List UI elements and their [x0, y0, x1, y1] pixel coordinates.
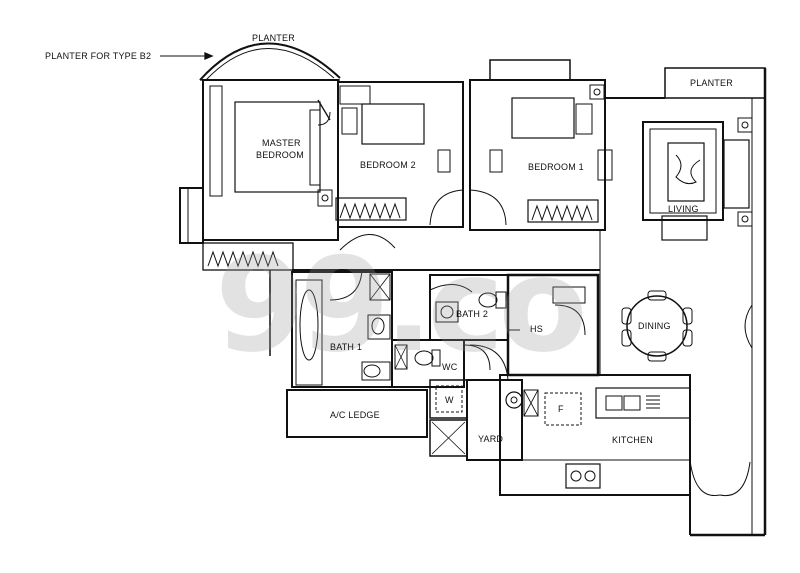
- label-planter-right: PLANTER: [690, 78, 733, 88]
- bedroom-1-door: [469, 189, 507, 226]
- label-ac-ledge: A/C LEDGE: [330, 410, 380, 420]
- bedroom-2-bed: [361, 103, 425, 145]
- label-bath-2: BATH 2: [456, 309, 489, 319]
- stove: [565, 463, 601, 489]
- wc-room: [391, 339, 465, 388]
- label-living: LIVING: [668, 204, 699, 214]
- bedroom-1-bed: [511, 97, 575, 139]
- leader-arrow: [204, 52, 214, 60]
- label-bedroom-2: BEDROOM 2: [360, 160, 416, 170]
- label-master-line1: MASTER: [262, 138, 301, 148]
- yard-area: [466, 379, 523, 461]
- label-w: W: [445, 395, 454, 405]
- ac-ledge: [286, 389, 428, 438]
- corridor-door: [339, 234, 396, 251]
- kitchen-area: [499, 374, 691, 496]
- label-yard: YARD: [478, 434, 504, 444]
- kitchen-service-door: [689, 459, 721, 497]
- living-area: [642, 121, 724, 221]
- bedroom-2-door: [429, 189, 464, 226]
- bath-1-wall: [291, 271, 393, 388]
- bedroom-2-wall: [337, 81, 464, 228]
- label-bath-1: BATH 1: [330, 342, 363, 352]
- label-master-line2: BEDROOM: [256, 150, 304, 160]
- label-f: F: [558, 404, 564, 414]
- dining-table: [626, 295, 688, 357]
- label-wc: WC: [442, 362, 458, 372]
- label-bedroom-1: BEDROOM 1: [528, 162, 584, 172]
- label-hs: HS: [530, 324, 543, 334]
- label-planter-note: PLANTER FOR TYPE B2: [45, 51, 152, 61]
- bay-planter: [199, 42, 341, 81]
- coffee-table: [667, 142, 705, 202]
- watermark: 99.co: [215, 229, 588, 381]
- label-kitchen: KITCHEN: [612, 435, 653, 445]
- label-dining: DINING: [638, 321, 671, 331]
- master-bedroom-wall: [202, 79, 339, 241]
- label-planter-top: PLANTER: [252, 33, 295, 43]
